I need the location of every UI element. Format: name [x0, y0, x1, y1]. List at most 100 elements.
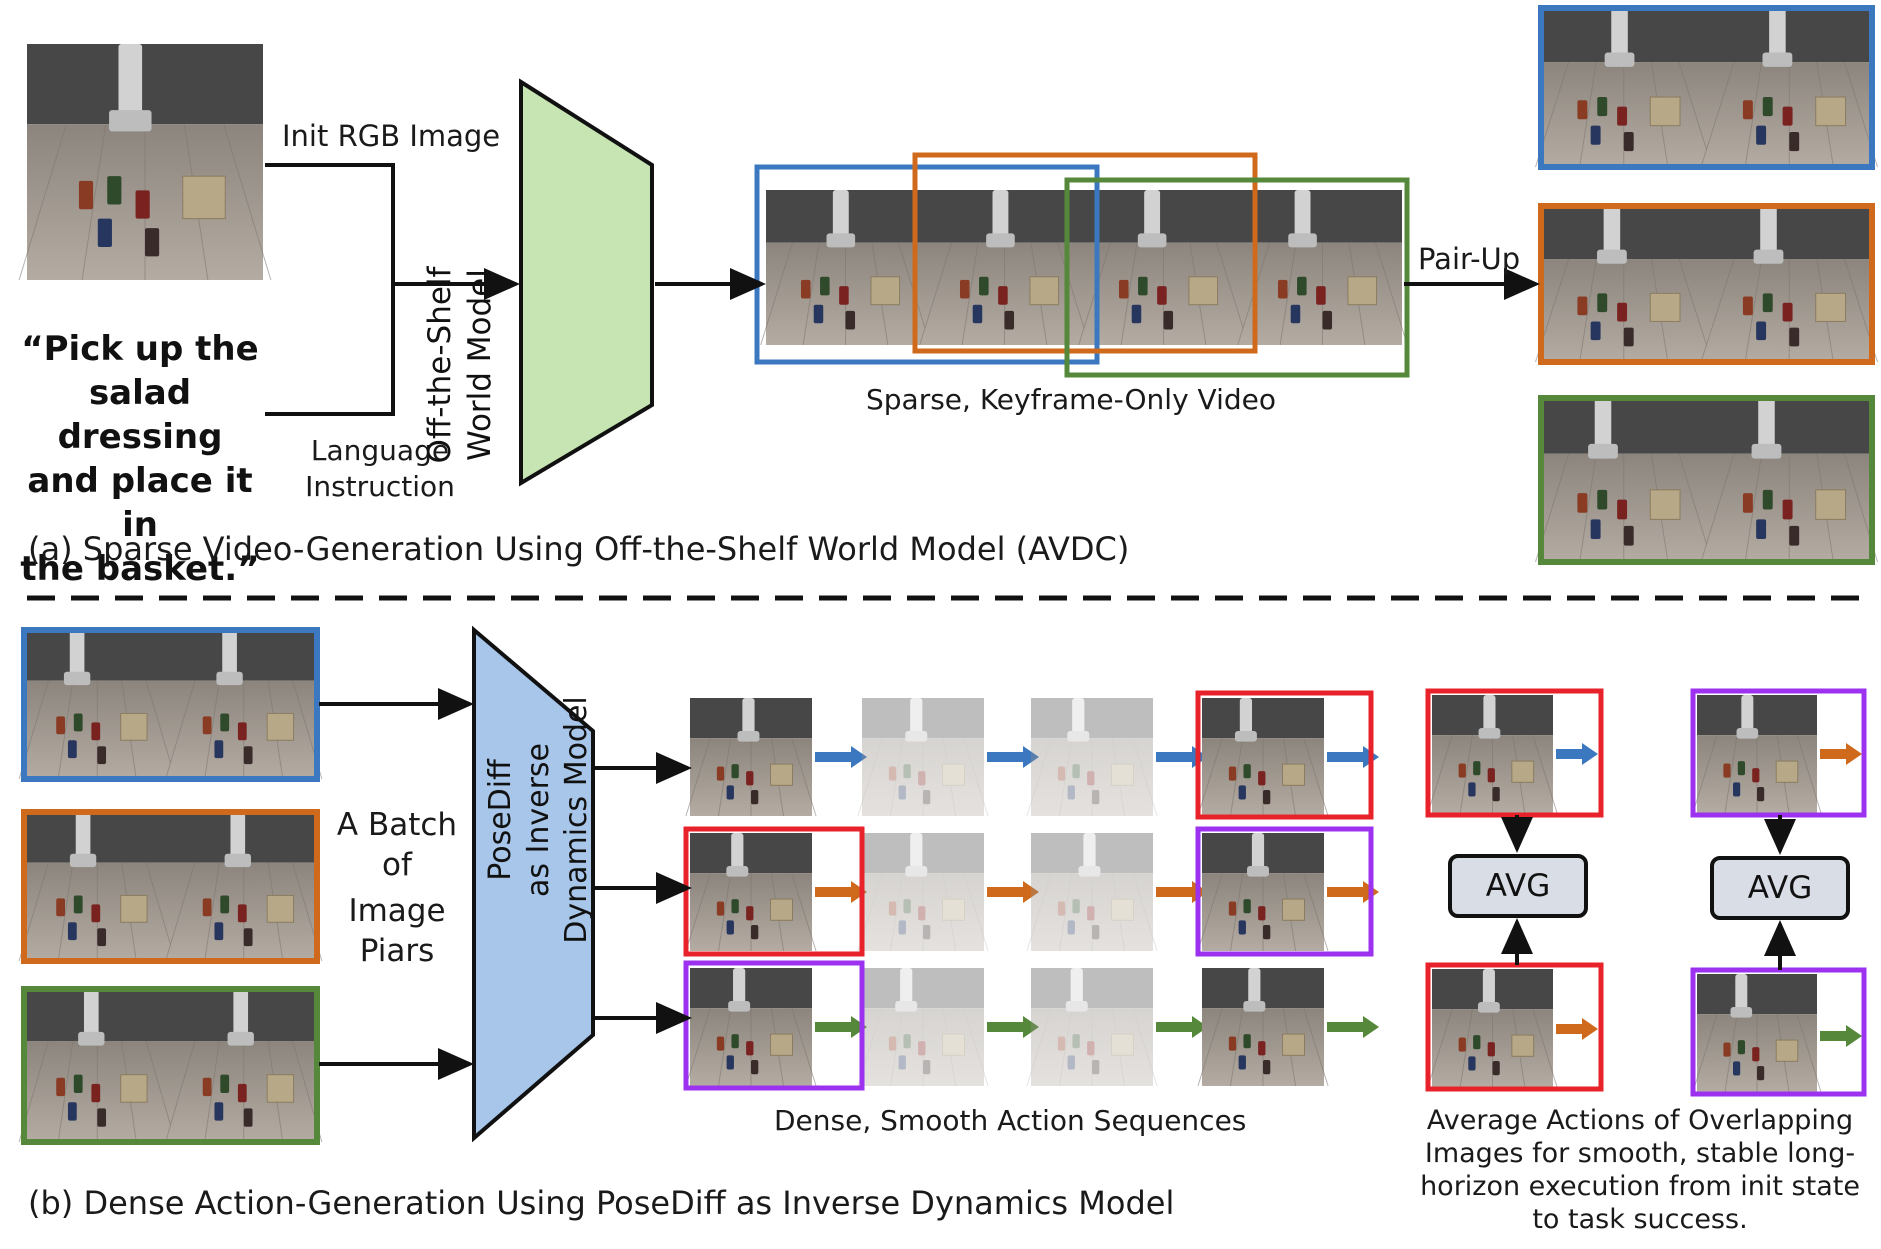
scene-object — [237, 1083, 247, 1103]
scene-object — [1067, 785, 1075, 800]
floor-plank-line — [942, 738, 957, 817]
floor-plank-line — [1532, 734, 1558, 814]
scene-object — [746, 771, 754, 786]
scene-object — [751, 1060, 759, 1075]
floor-plank-line — [1058, 1008, 1073, 1087]
scene-object — [1057, 1036, 1066, 1051]
scene-object — [731, 1034, 739, 1049]
floor-plank-line — [857, 737, 883, 817]
seq-frame-r1-c4 — [1197, 698, 1329, 817]
robot-arm — [83, 989, 99, 1035]
floor-plank-line — [1197, 1007, 1223, 1087]
avg-box-right: AVG — [1710, 856, 1850, 920]
scene-object — [243, 928, 253, 947]
scene-object — [1118, 279, 1129, 299]
scene-object — [813, 304, 824, 324]
floor-plank-line — [791, 872, 817, 952]
avg-box-left: AVG — [1448, 854, 1588, 918]
scene-wall — [1697, 695, 1817, 736]
robot-arm — [1239, 698, 1253, 734]
basket — [1511, 760, 1535, 783]
basket — [1029, 276, 1060, 306]
highlight-red-row1 — [1195, 690, 1374, 820]
floor-plank-line — [791, 737, 817, 817]
scene-object — [1756, 321, 1767, 341]
floor-plank-line — [963, 1007, 989, 1087]
scene-object — [1131, 304, 1142, 324]
robot-arm — [1760, 206, 1777, 253]
arrow-head — [851, 1016, 867, 1038]
scene-object — [903, 899, 911, 914]
robot-gripper — [905, 866, 928, 877]
batch-image-blue — [18, 630, 323, 780]
line-image-to-merge — [265, 163, 395, 284]
floor-plank-line — [223, 124, 272, 281]
scene-object — [751, 790, 759, 805]
floor-plank-line — [889, 1008, 904, 1087]
arrow-shaft — [987, 752, 1025, 762]
robot-arm — [1741, 695, 1754, 731]
scene-object — [1756, 125, 1767, 145]
floor-plank-line — [1796, 1013, 1822, 1093]
scene-object — [214, 922, 224, 941]
floor-plank-line — [1700, 61, 1735, 168]
robot-gripper — [78, 1031, 105, 1046]
pair-box-orange — [1538, 203, 1875, 365]
floor-plank-line — [1197, 737, 1223, 817]
floor-plank-line — [1132, 872, 1158, 952]
scene-wall — [1031, 833, 1153, 874]
floor-plank-line — [165, 862, 196, 962]
floor-plank-line — [1427, 1008, 1453, 1088]
batch-image-orange — [18, 812, 323, 962]
scene-object — [1492, 1061, 1500, 1076]
scene-object — [73, 895, 83, 914]
floor-plank-line — [165, 680, 196, 780]
pair-box-blue — [1538, 5, 1875, 170]
floor-plank-line — [204, 862, 220, 962]
pair-up-label: Pair-Up — [1418, 242, 1521, 276]
scene-object — [998, 286, 1008, 305]
robot-gripper — [1478, 728, 1501, 739]
robot-gripper — [1078, 866, 1101, 877]
scene-object — [1590, 519, 1601, 540]
robot-gripper — [1243, 1001, 1266, 1012]
scene-object — [67, 922, 77, 941]
scene-object — [1243, 764, 1251, 779]
world-model-label-line-1: Off-the-Shelf — [422, 266, 458, 464]
arrow-shaft — [1556, 1024, 1584, 1034]
floor-plank-line — [1692, 1013, 1718, 1093]
avg-right-bottom-action — [1820, 1025, 1862, 1047]
scene-wall — [862, 968, 984, 1009]
scene-object — [726, 785, 734, 800]
scene-wall — [1541, 398, 1707, 454]
scene-object — [1238, 920, 1246, 935]
scene-object — [91, 722, 101, 741]
scene-object — [67, 740, 77, 759]
floor-plank-line — [204, 680, 220, 780]
scene-object — [1617, 499, 1628, 520]
average-caption: Average Actions of Overlapping Images fo… — [1400, 1104, 1880, 1236]
robot-gripper — [1288, 233, 1317, 248]
robot-gripper — [895, 1001, 918, 1012]
scene-object — [1473, 761, 1481, 776]
robot-gripper — [224, 853, 251, 868]
robot-arm — [1611, 8, 1628, 56]
instruction-quote: “Pick up the salad dressing and place it… — [10, 327, 270, 591]
floor-plank-line — [717, 1008, 732, 1087]
basket — [1815, 292, 1847, 322]
robot-gripper — [1478, 1002, 1500, 1013]
floor-plank-line — [1303, 1007, 1329, 1087]
robot-gripper — [826, 233, 856, 248]
floor-plank-line — [1700, 453, 1735, 563]
scene-object — [1290, 304, 1301, 324]
scene-object — [1473, 1035, 1481, 1050]
avg-left-top-box — [1425, 688, 1604, 818]
robot-arm — [75, 812, 91, 857]
inverse-model-label-line-2: as Inverse — [521, 742, 556, 898]
robot-arm — [832, 190, 849, 237]
floor-plank-line — [1279, 242, 1297, 346]
seq-frame-r1-c3 — [1026, 698, 1158, 817]
floor-plank-line — [942, 1008, 957, 1087]
floor-plank-line — [1744, 453, 1763, 563]
keyframe-video-strip — [760, 190, 1408, 346]
